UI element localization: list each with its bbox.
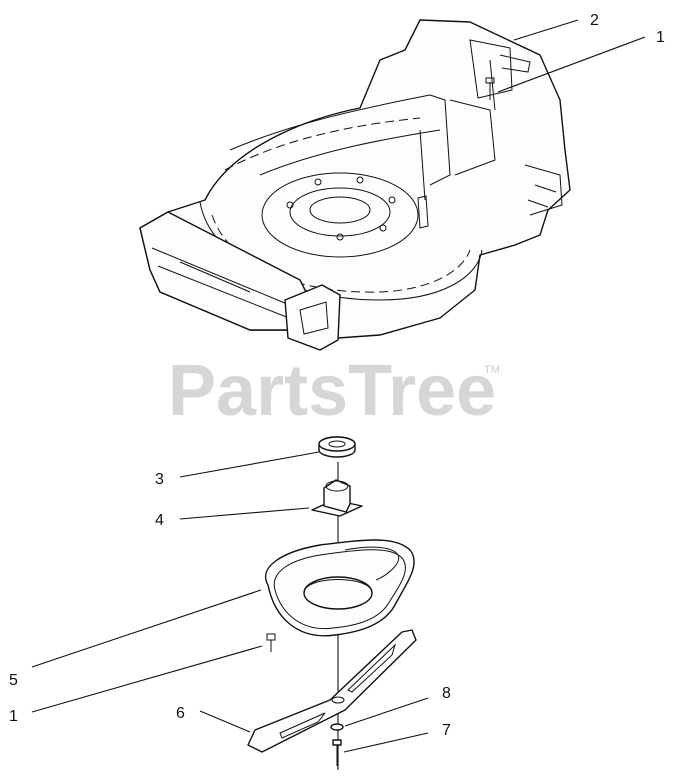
watermark-trademark: TM — [484, 364, 500, 376]
callout-7: 7 — [442, 722, 451, 739]
baffle-plate — [265, 539, 415, 637]
callout-8: 8 — [442, 685, 451, 702]
callout-6: 6 — [176, 705, 185, 722]
blade-adapter — [311, 479, 363, 517]
bearing-part — [318, 436, 356, 458]
callout-5: 5 — [9, 672, 18, 689]
baffle-screw — [266, 633, 276, 652]
callout-2: 2 — [590, 12, 599, 29]
blade-bolt — [332, 739, 342, 766]
watermark-text: PartsTree — [168, 351, 496, 431]
mower-blade — [247, 629, 417, 753]
mower-deck-housing — [139, 19, 571, 351]
callout-1-top: 1 — [656, 29, 665, 46]
callout-4: 4 — [155, 512, 164, 529]
blade-washer — [330, 723, 344, 731]
callout-3: 3 — [155, 471, 164, 488]
deck-bolt — [485, 77, 495, 100]
leader-lines — [31, 19, 646, 753]
callout-1-bottom: 1 — [9, 708, 18, 725]
